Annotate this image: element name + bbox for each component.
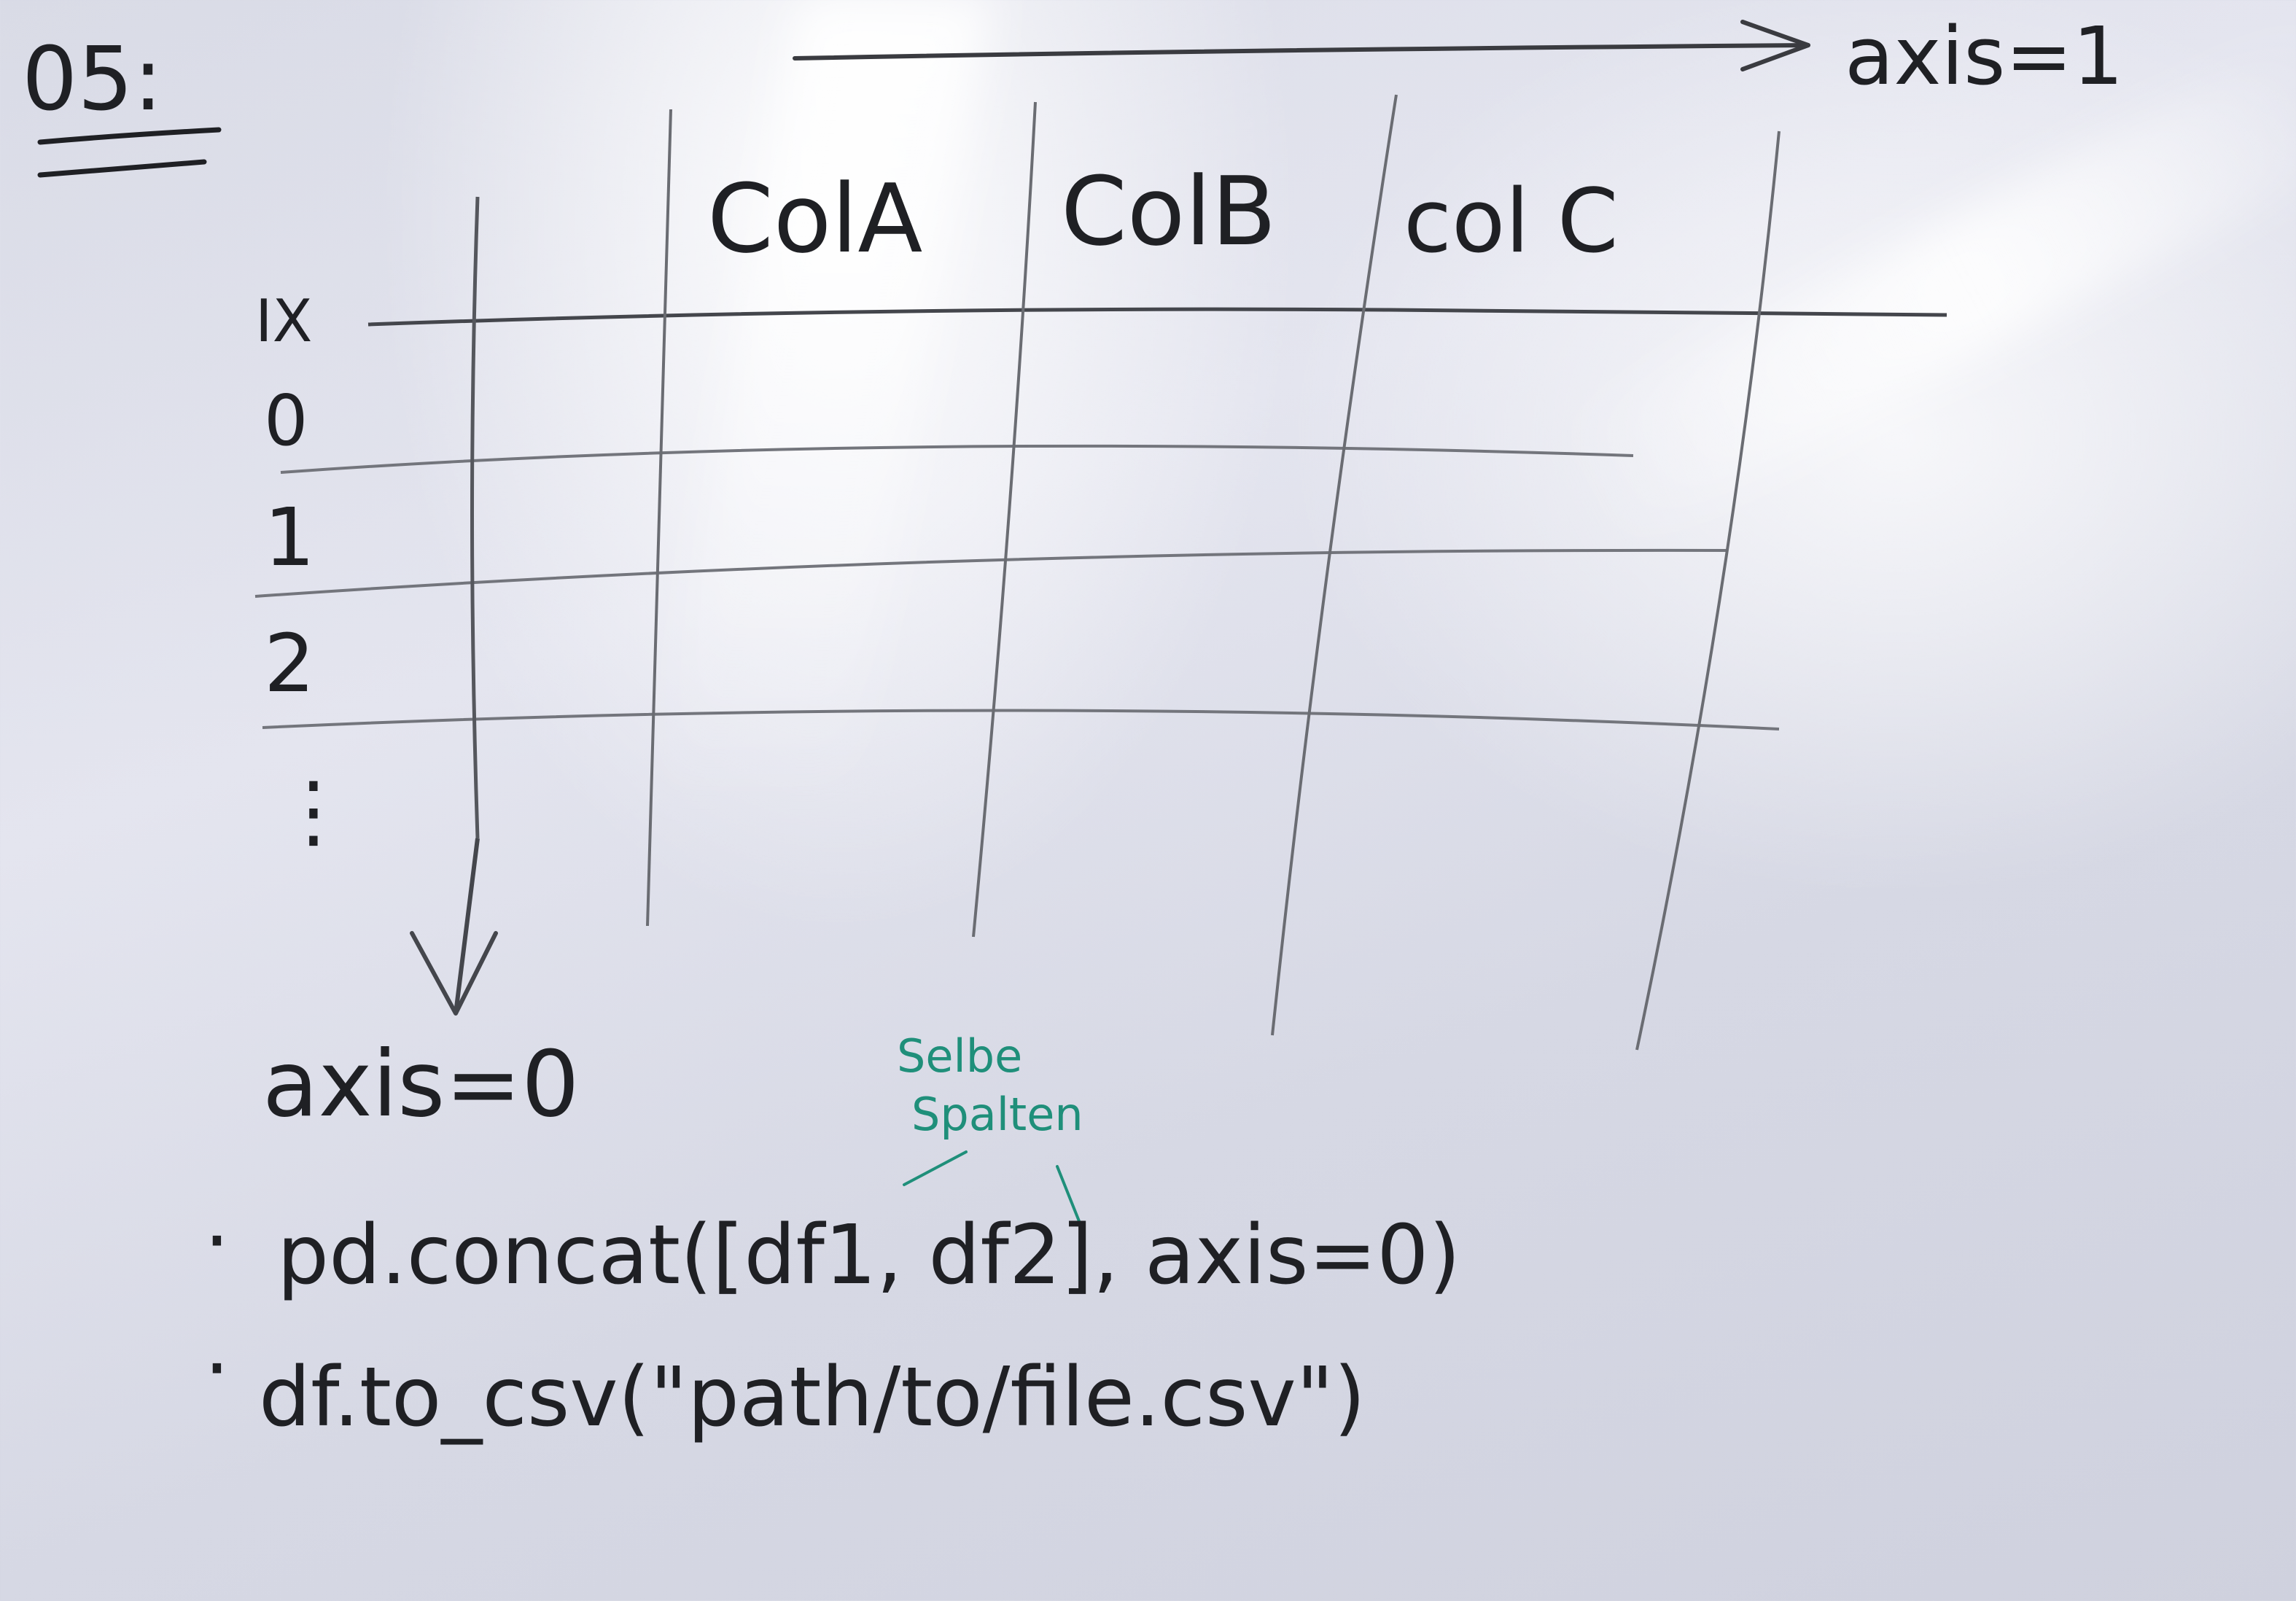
axis0-arrow-line: [454, 838, 480, 1014]
grid-line-row-1: [254, 548, 1729, 598]
grid-line-col-b: [972, 101, 1037, 938]
index-label-1: 1: [264, 491, 315, 584]
column-header-c: col C: [1404, 171, 1619, 273]
grid-line-col-c: [1271, 94, 1398, 1036]
section-heading: 05:: [22, 29, 163, 131]
grid-line-col-a: [646, 109, 672, 927]
code-line-to-csv: df.to_csv("path/to/file.csv"): [259, 1350, 1366, 1445]
index-header: IX: [255, 287, 312, 355]
axis1-arrow-line: [793, 43, 1810, 61]
grid-line-index-col: [470, 196, 480, 839]
annotation-line-2: Spalten: [911, 1088, 1083, 1141]
grid-line-col-end: [1635, 131, 1781, 1051]
index-label-2: 2: [264, 617, 315, 710]
annotation-pointer-right: [1056, 1165, 1081, 1223]
grid-line-header: [367, 307, 1947, 327]
heading-underline-2: [37, 159, 207, 178]
annotation-pointer-left: [903, 1150, 968, 1186]
code-bullet-2: ·: [204, 1322, 230, 1415]
code-line-concat: pd.concat([df1, df2], axis=0): [277, 1208, 1460, 1303]
axis0-arrowhead: [410, 931, 498, 1016]
code-bullet-1: ·: [204, 1194, 230, 1288]
axis0-label: axis=0: [262, 1032, 580, 1137]
grid-line-row-2: [262, 709, 1780, 731]
annotation-line-1: Selbe: [897, 1029, 1022, 1083]
heading-underline-1: [37, 127, 222, 145]
column-header-a: ColA: [707, 163, 922, 274]
index-label-0: 0: [264, 381, 308, 461]
column-header-b: ColB: [1061, 156, 1277, 267]
index-label-ellipsis: ⋮: [273, 764, 354, 857]
axis1-arrowhead: [1740, 20, 1810, 71]
axis1-label: axis=1: [1845, 9, 2124, 103]
grid-line-row-0: [280, 444, 1634, 474]
